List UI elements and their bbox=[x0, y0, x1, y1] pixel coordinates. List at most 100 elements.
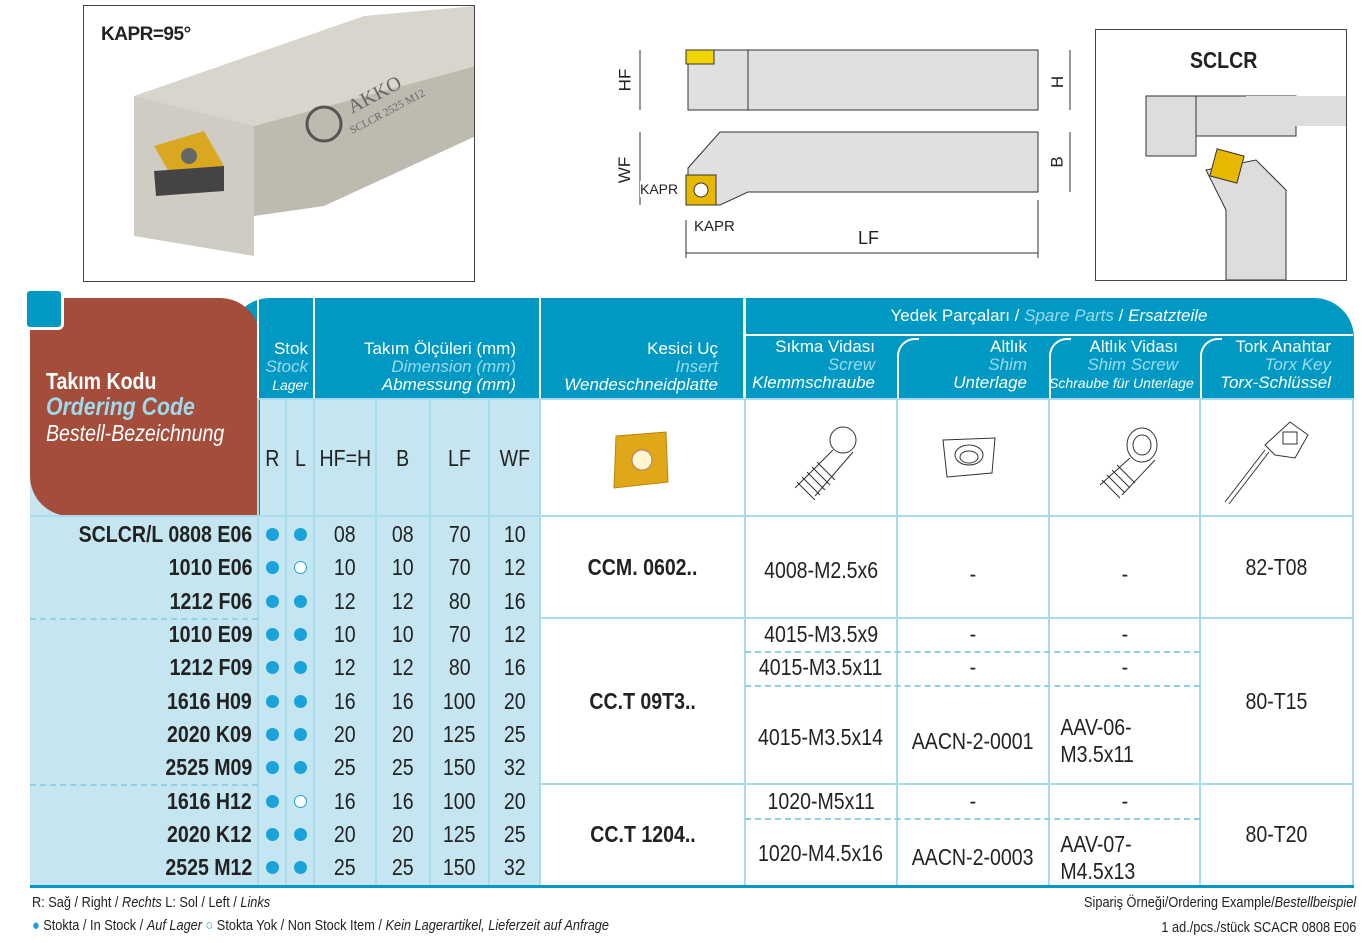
kapr-dim-label-2: KAPR bbox=[694, 218, 735, 235]
column-divider bbox=[285, 398, 287, 885]
dim-b: 12 bbox=[376, 585, 430, 618]
insert-code-text: CC.T 1204.. bbox=[589, 820, 696, 847]
dim-b-text: 16 bbox=[392, 687, 414, 714]
type-title: SCLCR bbox=[1190, 47, 1258, 73]
shim-screw-code: - bbox=[1049, 651, 1200, 684]
screw-code-text: 1020-M5x11 bbox=[767, 787, 875, 814]
dim-lf: 125 bbox=[430, 718, 489, 751]
col-header-wf-text: WF bbox=[499, 444, 530, 471]
insert-code-text: CC.T 09T3.. bbox=[589, 687, 696, 714]
col-header-b: B bbox=[376, 400, 430, 516]
dim-lf: 70 bbox=[430, 518, 489, 551]
column-divider bbox=[429, 398, 431, 885]
dim-lf-text: 70 bbox=[448, 521, 471, 548]
dim-hf-text: 12 bbox=[334, 654, 356, 681]
dim-hf-text: 12 bbox=[334, 587, 356, 614]
dim-b: 10 bbox=[376, 618, 430, 651]
dim-wf-text: 20 bbox=[503, 687, 526, 714]
torx-key-code: 82-T08 bbox=[1200, 518, 1353, 618]
shim-code-text: - bbox=[969, 654, 977, 681]
ordering-code-text: 1616 H12 bbox=[167, 787, 252, 814]
torx-key-code-text: 80-T20 bbox=[1245, 820, 1308, 847]
spare-tr: Yedek Parçaları bbox=[890, 306, 1010, 325]
dim-b-text: 25 bbox=[392, 754, 414, 781]
col-header-l-text: L bbox=[294, 444, 306, 471]
legend-in: Stokta / In Stock / bbox=[43, 917, 144, 934]
dim-lf-text: 125 bbox=[443, 720, 476, 747]
shim-screw-code: - bbox=[1049, 784, 1200, 817]
tool-holder-image bbox=[134, 6, 474, 256]
in-stock-dot-icon: ● bbox=[32, 917, 40, 934]
shim-code-text: - bbox=[969, 621, 977, 648]
in-stock-dot-icon bbox=[265, 761, 279, 775]
header-divider bbox=[539, 298, 541, 398]
shim-image bbox=[942, 437, 996, 478]
dim-b: 16 bbox=[376, 784, 430, 817]
dim-lf-text: 100 bbox=[443, 787, 476, 814]
screw-code: 4015-M3.5x11 bbox=[745, 651, 897, 684]
ordering-code-text: SCLCR/L 0808 E06 bbox=[78, 521, 252, 548]
dim-wf: 20 bbox=[489, 685, 540, 718]
stock-l bbox=[286, 618, 314, 651]
dim-hf-text: 20 bbox=[334, 720, 356, 747]
spare-col-divider bbox=[1200, 338, 1222, 398]
col-header-b-text: B bbox=[396, 444, 410, 471]
spare-sep: / bbox=[1014, 306, 1020, 325]
torx-key-code-text: 82-T08 bbox=[1245, 554, 1308, 581]
legend-out-de: Kein Lagerartikel, Lieferzeit auf Anfrag… bbox=[385, 917, 609, 934]
in-stock-dot-icon bbox=[265, 827, 279, 841]
stock-r bbox=[258, 751, 286, 784]
h-label: H bbox=[1048, 75, 1068, 89]
column-divider bbox=[1048, 398, 1050, 885]
in-stock-dot-icon bbox=[293, 528, 307, 542]
part-divider bbox=[745, 817, 1200, 820]
insert-code: CC.T 09T3.. bbox=[540, 618, 745, 785]
dim-wf: 12 bbox=[489, 618, 540, 651]
table-bottom-border bbox=[30, 885, 1354, 888]
stock-r bbox=[258, 618, 286, 651]
code-header-tr: Takım Kodu bbox=[46, 368, 157, 394]
example-title: Sipariş Örneği/Ordering Example/ bbox=[1083, 894, 1275, 911]
dim-hf: 10 bbox=[314, 618, 376, 651]
shim-screw-code-text: - bbox=[1121, 561, 1128, 588]
column-divider bbox=[1199, 398, 1201, 885]
shim-code: - bbox=[897, 518, 1049, 618]
ordering-code: 1010 E06 bbox=[30, 551, 258, 584]
dim-hf: 16 bbox=[314, 685, 376, 718]
shim-screw-code-text: AAV-07-M4.5x13 bbox=[1060, 830, 1136, 884]
col-header-lf: LF bbox=[430, 400, 489, 516]
shim-screw-code-text: - bbox=[1121, 621, 1128, 648]
dim-lf-text: 150 bbox=[443, 754, 476, 781]
screw-code: 4015-M3.5x9 bbox=[745, 618, 897, 651]
shim-header-en: Shim bbox=[988, 355, 1027, 374]
stock-l bbox=[286, 685, 314, 718]
stock-r bbox=[258, 851, 286, 884]
ordering-code: 1616 H09 bbox=[30, 685, 258, 718]
ordering-example: 1 ad./pcs./stück SCACR 0808 E06 bbox=[1127, 919, 1356, 936]
row-divider bbox=[258, 398, 1353, 400]
spare-en: Spare Parts bbox=[1024, 306, 1114, 325]
dim-b-text: 08 bbox=[392, 521, 414, 548]
dim-b: 25 bbox=[376, 851, 430, 884]
ordering-code-text: 1212 F06 bbox=[169, 587, 252, 614]
dims-de: Abmessung (mm) bbox=[381, 375, 516, 394]
column-divider bbox=[1352, 398, 1354, 885]
dim-hf: 12 bbox=[314, 651, 376, 684]
dim-hf-text: 10 bbox=[334, 621, 356, 648]
shim-screw-code-text: - bbox=[1121, 654, 1128, 681]
shim-code: - bbox=[897, 618, 1049, 651]
dim-b-text: 20 bbox=[392, 720, 414, 747]
screw-code-text: 4015-M3.5x14 bbox=[758, 723, 884, 750]
stock-tr: Stok bbox=[273, 339, 308, 358]
dim-b-text: 25 bbox=[392, 854, 414, 881]
spare-col-divider bbox=[1049, 338, 1071, 398]
legend-r-de: Rechts bbox=[122, 894, 162, 911]
in-stock-dot-icon bbox=[265, 794, 279, 808]
col-header-l: L bbox=[286, 400, 314, 516]
dims-en: Dimension (mm) bbox=[391, 357, 516, 376]
shim-screw-image bbox=[1099, 427, 1158, 499]
dim-wf-text: 25 bbox=[503, 820, 526, 847]
legend-stock: ● Stokta / In Stock / Auf Lager ○ Stokta… bbox=[32, 917, 711, 934]
spare-sep-2: / bbox=[1118, 306, 1124, 325]
dim-hf-text: 25 bbox=[334, 754, 356, 781]
